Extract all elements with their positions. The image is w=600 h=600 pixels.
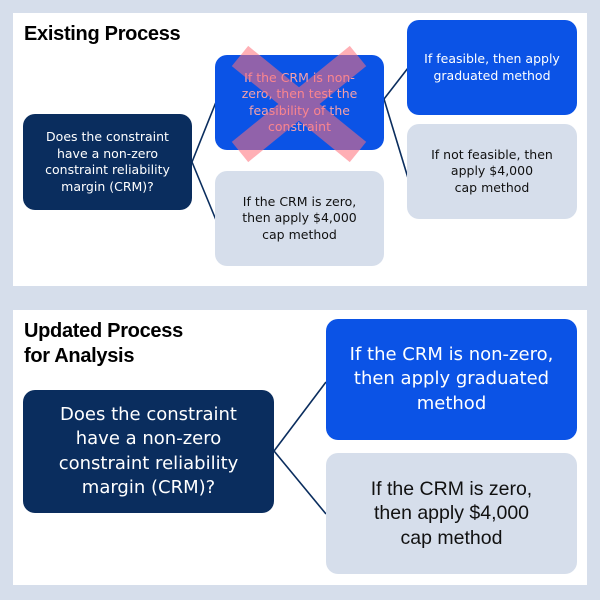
- updated-process-title: Updated Process for Analysis: [24, 320, 183, 367]
- updated-question-text: Does the constraint have a non-zero cons…: [58, 403, 239, 499]
- updated-nonzero-text: If the CRM is non-zero, then apply gradu…: [349, 343, 554, 414]
- existing-process-title: Existing Process: [24, 23, 181, 45]
- updated-zero-text: If the CRM is zero, then apply $4,000 ca…: [370, 477, 533, 549]
- existing-not-feasible-text: If not feasible, then apply $4,000 cap m…: [431, 146, 553, 195]
- existing-nonzero-box: If the CRM is non- zero, then test the f…: [215, 55, 384, 150]
- existing-nonzero-text: If the CRM is non- zero, then test the f…: [241, 69, 358, 135]
- existing-question-text: Does the constraint have a non-zero cons…: [45, 129, 170, 194]
- existing-question-box: Does the constraint have a non-zero cons…: [23, 114, 192, 210]
- existing-zero-text: If the CRM is zero, then apply $4,000 ca…: [242, 193, 357, 242]
- updated-zero-box: If the CRM is zero, then apply $4,000 ca…: [326, 453, 577, 574]
- existing-feasible-box: If feasible, then apply graduated method: [407, 20, 577, 115]
- updated-nonzero-box: If the CRM is non-zero, then apply gradu…: [326, 319, 577, 440]
- existing-feasible-text: If feasible, then apply graduated method: [424, 51, 560, 83]
- updated-question-box: Does the constraint have a non-zero cons…: [23, 390, 274, 513]
- existing-zero-box: If the CRM is zero, then apply $4,000 ca…: [215, 171, 384, 266]
- existing-not-feasible-box: If not feasible, then apply $4,000 cap m…: [407, 124, 577, 219]
